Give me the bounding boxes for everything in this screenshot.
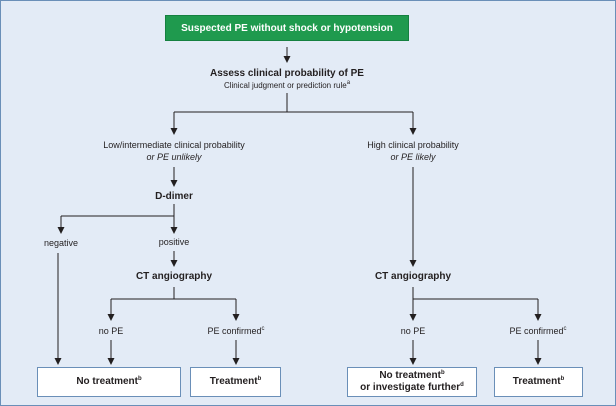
outcome-left-no-treatment-label: No treatmentb bbox=[76, 376, 141, 388]
outcome-right-treatment: Treatmentb bbox=[494, 367, 583, 397]
footnote-b-2: b bbox=[257, 376, 262, 382]
outcome-left-treatment-label: Treatmentb bbox=[210, 376, 261, 388]
negative-label: negative bbox=[43, 238, 79, 248]
start-node: Suspected PE without shock or hypotensio… bbox=[165, 15, 409, 41]
left-pe-confirmed-label: PE confirmedc bbox=[191, 326, 281, 337]
outcome-right-no-treatment-line1: No treatmentb bbox=[379, 370, 444, 382]
footnote-b-4: b bbox=[560, 376, 565, 382]
positive-label: positive bbox=[158, 237, 190, 247]
left-no-pe-label: no PE bbox=[98, 326, 124, 336]
ddimer-node: D-dimer bbox=[155, 191, 193, 202]
outcome-left-treatment: Treatmentb bbox=[190, 367, 281, 397]
right-pe-confirmed-label: PE confirmedc bbox=[493, 326, 583, 337]
right-no-pe-label: no PE bbox=[400, 326, 426, 336]
outcome-right-no-treatment: No treatmentb or investigate furtherd bbox=[347, 367, 477, 397]
assess-subtitle-text: Clinical judgment or prediction rule bbox=[223, 81, 347, 90]
outcome-right-investigate-text: or investigate further bbox=[360, 382, 461, 393]
footnote-c-left: c bbox=[261, 326, 265, 332]
assess-title: Assess clinical probability of PE bbox=[210, 68, 364, 79]
outcome-left-no-treatment-text: No treatment bbox=[76, 376, 138, 387]
right-pe-confirmed-text: PE confirmed bbox=[509, 326, 564, 336]
left-pe-confirmed-text: PE confirmed bbox=[207, 326, 262, 336]
start-node-label: Suspected PE without shock or hypotensio… bbox=[181, 22, 393, 34]
outcome-right-treatment-text: Treatment bbox=[512, 376, 561, 387]
outcome-left-no-treatment: No treatmentb bbox=[37, 367, 181, 397]
footnote-d: d bbox=[460, 382, 464, 388]
right-prob-line2: or PE likely bbox=[390, 152, 436, 162]
outcome-right-treatment-label: Treatmentb bbox=[513, 376, 564, 388]
footnote-c-right: c bbox=[563, 326, 567, 332]
footnote-b-1: b bbox=[138, 376, 142, 382]
outcome-right-no-treatment-text: No treatment bbox=[379, 370, 441, 381]
assess-subtitle: Clinical judgment or prediction rulea bbox=[187, 80, 387, 91]
left-prob-line2: or PE unlikely bbox=[146, 152, 202, 162]
right-ct-node: CT angiography bbox=[374, 271, 452, 282]
left-ct-node: CT angiography bbox=[135, 271, 213, 282]
right-prob-line1: High clinical probability bbox=[367, 140, 459, 150]
outcome-right-no-treatment-line2: or investigate furtherd bbox=[360, 382, 464, 394]
outcome-left-treatment-text: Treatment bbox=[209, 376, 258, 387]
footnote-a: a bbox=[346, 80, 351, 86]
left-prob-line1: Low/intermediate clinical probability bbox=[103, 140, 245, 150]
footnote-b-3: b bbox=[441, 370, 445, 376]
